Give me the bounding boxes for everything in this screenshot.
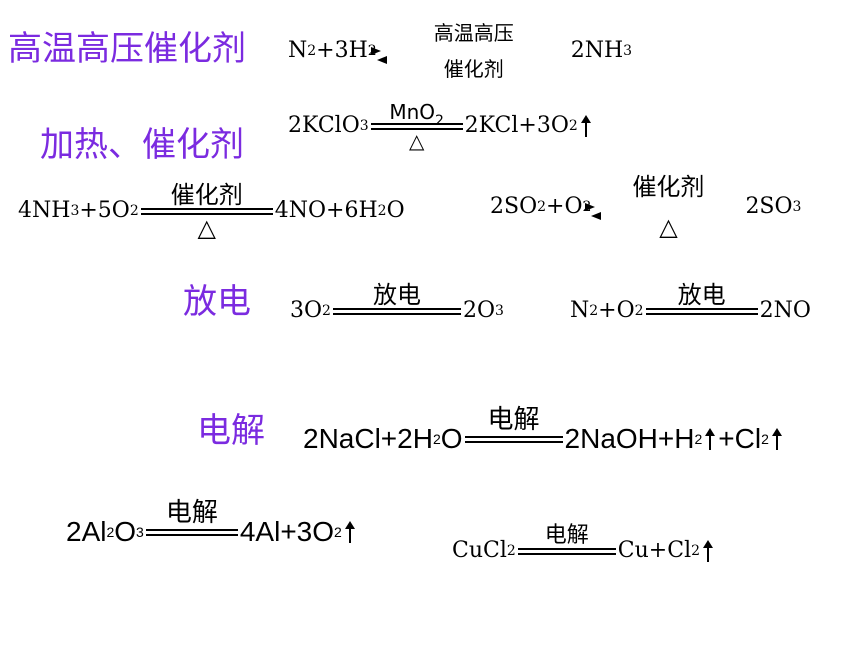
gas-up-arrow-icon	[704, 428, 716, 450]
cucl2-rhs: Cu+Cl	[617, 538, 692, 563]
nacl-rhs-a: 2NaOH+H	[564, 423, 695, 454]
label-high-temp-pressure-catalyst: 高温高压催化剂	[8, 29, 246, 69]
mno2-sub: 2	[435, 112, 444, 129]
label-discharge: 放电	[183, 282, 251, 322]
condition-electrolysis: 电解	[487, 404, 540, 435]
nacl-rhs-b: +Cl	[718, 423, 762, 454]
condition-high-temp-pressure: 高温高压	[433, 21, 514, 45]
condition-catalyst: 催化剂	[632, 173, 705, 201]
ozone-lhs: 3O	[290, 298, 323, 323]
kclo3-lhs: 2KClO	[288, 113, 360, 138]
n2o2-lhs-a: N	[570, 298, 590, 323]
condition-electrolysis: 电解	[544, 522, 589, 548]
equals-arrow: 电解	[517, 524, 616, 555]
condition-catalyst: 催化剂	[443, 57, 504, 81]
condition-mno2: MnO2	[371, 99, 463, 128]
condition-heat: △	[408, 128, 425, 153]
kclo3-rhs: 2KCl+3O	[464, 113, 569, 138]
nh3-rhs-b: O	[386, 198, 405, 223]
nh3-lhs-b: +5O	[79, 198, 130, 223]
mno2-text: MnO	[389, 99, 436, 124]
condition-heat: △	[659, 213, 678, 241]
cucl2-lhs: CuCl	[452, 538, 507, 563]
so2-rhs: 2SO	[745, 194, 793, 219]
haber-lhs-b: +3H	[316, 38, 368, 63]
gas-up-arrow-icon	[771, 428, 783, 450]
gas-up-arrow-icon	[702, 540, 714, 562]
label-electrolysis: 电解	[197, 411, 265, 451]
haber-lhs-a: N	[288, 38, 308, 63]
condition-electrolysis: 电解	[165, 497, 218, 528]
nacl-lhs-b: O	[440, 423, 463, 454]
nacl-lhs-a: 2NaCl+2H	[303, 423, 433, 454]
al2o3-rhs-a: 4Al+3O	[239, 516, 335, 547]
equals-arrow: 电解	[145, 500, 238, 536]
so2-lhs-b: +O	[546, 194, 583, 219]
condition-heat: △	[197, 213, 216, 242]
gas-up-arrow-icon	[580, 115, 592, 137]
label-heat-catalyst: 加热、催化剂	[40, 125, 244, 165]
nh3-lhs-a: 4NH	[18, 198, 71, 223]
nh3-rhs-a: 4NO+6H	[274, 198, 378, 223]
al2o3-lhs-b: O	[114, 516, 137, 547]
haber-rhs: 2NH	[570, 38, 624, 63]
n2o2-rhs: 2NO	[759, 298, 811, 323]
so2-lhs-a: 2SO	[490, 194, 538, 219]
equals-arrow: 催化剂 △	[140, 183, 273, 240]
n2o2-lhs-b: +O	[598, 298, 635, 323]
ozone-rhs: 2O	[462, 298, 496, 323]
equals-arrow: 放电	[332, 283, 461, 315]
equals-arrow: MnO2 △	[370, 102, 463, 151]
condition-catalyst: 催化剂	[170, 180, 243, 209]
equals-arrow: 电解	[464, 407, 563, 443]
al2o3-lhs-a: 2Al	[66, 516, 107, 547]
equals-arrow: 放电	[645, 283, 758, 315]
condition-discharge: 放电	[677, 280, 726, 309]
condition-discharge: 放电	[372, 280, 421, 309]
gas-up-arrow-icon	[344, 521, 356, 543]
